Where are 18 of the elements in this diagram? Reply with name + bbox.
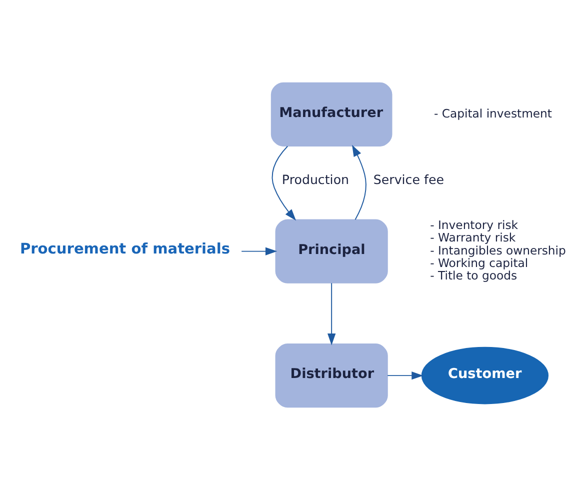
node-label: - Inventory risk xyxy=(430,218,518,232)
node-label: - Warranty risk xyxy=(430,230,516,245)
node-ellipse: Customer xyxy=(421,346,549,404)
node-label: - Intangibles ownership xyxy=(430,243,566,258)
node-label: - Working capital xyxy=(430,256,528,270)
arrow xyxy=(272,146,296,221)
node-text: Procurement of materials xyxy=(20,240,230,258)
node-box: Principal xyxy=(275,219,388,284)
arrow xyxy=(241,247,278,256)
node-label: - Title to goods xyxy=(430,268,518,283)
node-box: Distributor xyxy=(275,344,388,408)
node-box: Manufacturer xyxy=(270,82,392,146)
node-label: - Capital investment xyxy=(434,106,552,120)
arrow xyxy=(328,282,336,346)
arrow xyxy=(387,371,424,380)
arrow xyxy=(352,144,366,220)
edge-label: Service fee xyxy=(373,172,444,188)
edge-label: Production xyxy=(282,172,350,188)
